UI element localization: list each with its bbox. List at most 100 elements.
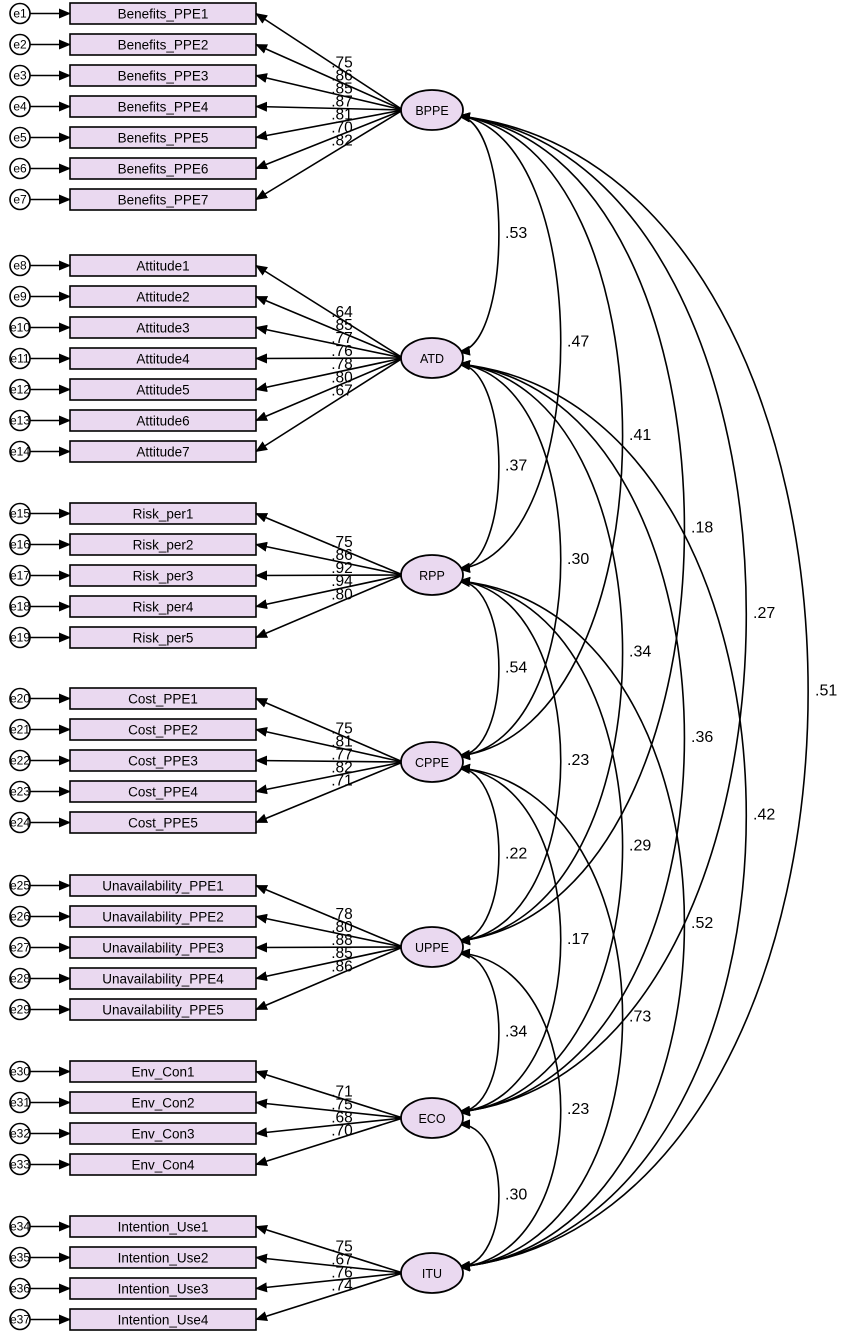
correlation-arc [458,360,624,945]
indicator-box [69,95,257,118]
loading-value: .86 [331,547,353,564]
loading-path [255,942,404,953]
latent-cppe [400,741,464,783]
loading-path [255,541,404,576]
error-term [9,936,31,959]
indicator-box [69,564,257,587]
correlation-arc [458,577,624,1116]
latent-itu [400,1252,464,1294]
indicator-label: Attitude3 [136,321,189,336]
error-term [9,1060,31,1083]
indicator-box [69,1122,257,1145]
error-term-label: e4 [13,100,27,114]
indicator-box [69,347,257,370]
indicator-box [69,1277,257,1300]
error-term [9,533,31,556]
correlation-arc [458,360,562,760]
correlation-arc [458,763,562,1117]
latent-label: UPPE [415,941,449,955]
loading-path [255,109,404,201]
error-term [9,1122,31,1145]
loading-path [255,353,404,364]
error-term-label: e35 [10,1251,30,1265]
correlation-value: .30 [505,1187,527,1204]
latent-label: CPPE [415,756,449,770]
indicator-box [69,502,257,525]
loading-path [255,357,404,422]
error-term [9,1277,31,1300]
loading-value: .88 [331,932,353,949]
error-term [9,316,31,339]
indicator-label: Cost_PPE4 [128,785,198,800]
loading-path [255,755,404,766]
loading-value: .80 [331,369,353,386]
loading-value: .75 [331,1238,353,1255]
indicator-box [69,33,257,56]
correlation-value: .54 [505,660,527,677]
error-term [9,440,31,463]
indicator-box [69,1215,257,1238]
error-term [9,1308,31,1331]
error-term [9,905,31,928]
indicator-box [69,967,257,990]
error-term-label: e31 [10,1096,30,1110]
indicator-box [69,316,257,339]
loading-path [255,12,404,111]
correlation-value: .52 [691,915,713,932]
loading-path [255,946,404,982]
indicator-label: Intention_Use3 [118,1282,209,1297]
error-term-label: e18 [10,600,30,614]
latent-label: ITU [422,1267,442,1281]
error-term [9,95,31,118]
error-term-label: e19 [10,631,30,645]
error-term-label: e20 [10,692,30,706]
loading-value: .68 [331,1110,353,1127]
latent-uppe [400,926,464,968]
loading-path [255,512,404,576]
error-term [9,749,31,772]
error-term-label: e17 [10,569,30,583]
error-term [9,157,31,180]
indicator-label: Env_Con2 [131,1096,194,1111]
indicator-label: Risk_per1 [133,507,194,522]
loading-value: .94 [331,573,353,590]
error-term-label: e23 [10,785,30,799]
correlation-value: .23 [567,1101,589,1118]
indicator-box [69,1060,257,1083]
error-term [9,2,31,25]
error-term-label: e29 [10,1003,30,1017]
indicator-label: Intention_Use4 [118,1313,209,1328]
loading-value: .70 [331,1123,353,1140]
error-term-label: e24 [10,816,30,830]
error-term [9,254,31,277]
indicator-label: Unavailability_PPE3 [102,941,224,956]
loading-value: .86 [331,958,353,975]
error-term [9,780,31,803]
error-term-label: e22 [10,754,30,768]
indicator-box [69,626,257,649]
indicator-box [69,1091,257,1114]
error-term-label: e15 [10,507,30,521]
error-term [9,126,31,149]
indicator-label: Benefits_PPE2 [118,38,209,53]
loading-value: .67 [331,382,353,399]
error-term [9,285,31,308]
error-term [9,811,31,834]
correlation-arc [458,763,500,946]
correlation-arc [458,112,562,573]
correlation-arc [458,576,500,761]
correlation-value: .36 [691,729,713,746]
latent-label: RPP [419,569,445,583]
loading-path [255,1098,404,1119]
correlation-arc [458,360,686,1116]
indicator-label: Attitude4 [136,352,190,367]
indicator-label: Cost_PPE1 [128,692,198,707]
correlation-value: .41 [629,427,651,444]
indicator-box [69,936,257,959]
error-term-label: e14 [10,445,30,459]
error-term-label: e12 [10,383,30,397]
correlation-value: .53 [505,225,527,242]
loading-value: .82 [331,759,353,776]
indicator-box [69,1153,257,1176]
error-term [9,626,31,649]
